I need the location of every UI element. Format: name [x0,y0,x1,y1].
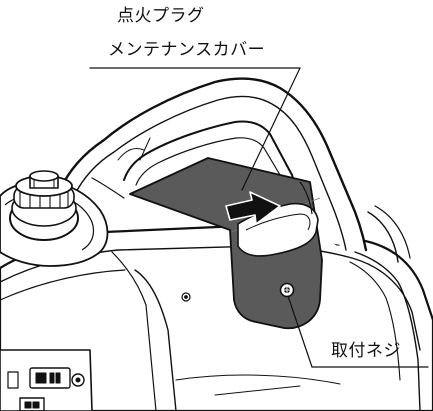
mounting-screw-label: 取付ネジ [331,341,401,361]
leader-lines [89,67,429,368]
screw-icon [279,282,295,298]
fuel-cap [0,170,109,267]
slide-direction-arrow-icon [225,191,281,225]
screw-leader-line [287,295,313,368]
spark-plug-cover-label-line1: 点火プラグ [117,6,205,26]
control-panel [0,349,93,411]
cover-leader-line [241,67,301,191]
spark-plug-cover-label-line2: メンテナンスカバー [108,40,266,60]
